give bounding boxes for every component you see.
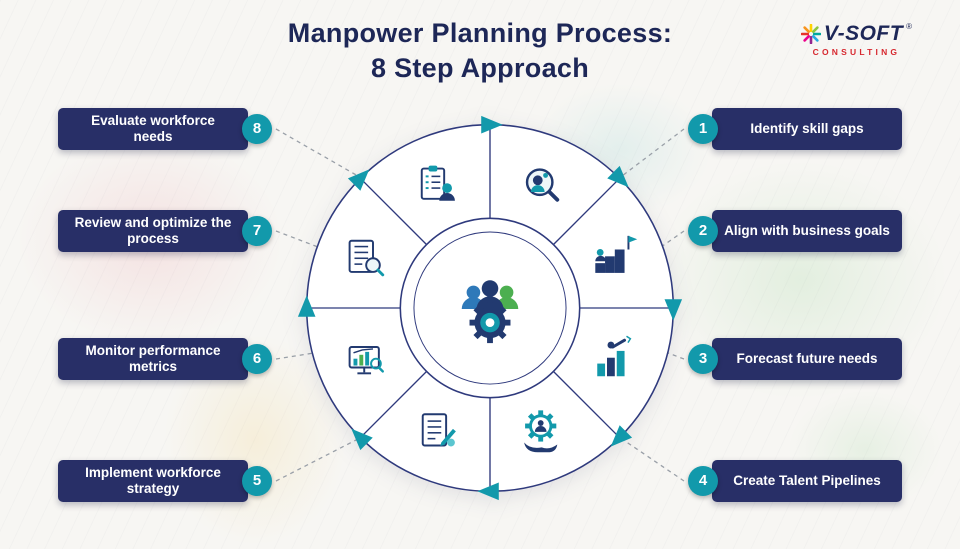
- step-2-pill: Align with business goals 2: [688, 210, 902, 252]
- strategy-document-icon: [421, 413, 456, 447]
- step-4-pill: Create Talent Pipelines 4: [688, 460, 902, 502]
- step-7-number-badge: 7: [242, 216, 272, 246]
- page-title: Manpower Planning Process: 8 Step Approa…: [0, 16, 960, 86]
- talent-hand-gear-icon: [524, 410, 558, 453]
- logo-tagline: CONSULTING: [812, 47, 901, 57]
- flow-arrow-icon: [347, 169, 370, 191]
- step-8-pill: Evaluate workforce needs 8: [58, 108, 272, 150]
- title-line-1: Manpower Planning Process:: [287, 18, 673, 48]
- step-2-number-badge: 2: [688, 216, 718, 246]
- flow-arrow-icon: [664, 299, 683, 321]
- step-4-label: Create Talent Pipelines: [733, 472, 881, 488]
- step-5-pill: Implement workforce strategy 5: [58, 460, 272, 502]
- flow-arrow-icon: [610, 425, 633, 447]
- flow-arrow-icon: [351, 428, 373, 451]
- step-6-pill: Monitor performance metrics 6: [58, 338, 272, 380]
- step-4-number-badge: 4: [688, 466, 718, 496]
- flow-arrow-icons: [297, 115, 683, 501]
- step-3-label: Forecast future needs: [736, 350, 878, 366]
- title-line-2: 8 Step Approach: [370, 53, 590, 83]
- review-document-icon: [348, 239, 385, 277]
- step-8-label: Evaluate workforce needs: [91, 112, 215, 144]
- flow-arrow-icon: [481, 115, 503, 134]
- logo-registered-mark: ®: [906, 22, 912, 31]
- vsoft-logo: V-SOFT ® CONSULTING: [800, 22, 912, 57]
- flow-arrow-icon: [607, 165, 629, 188]
- step-5-label: Implement workforce strategy: [85, 464, 221, 496]
- step-1-pill: Identify skill gaps 1: [688, 108, 902, 150]
- step-2-label: Align with business goals: [724, 222, 890, 238]
- step-3-number-badge: 3: [688, 344, 718, 374]
- step-6-label: Monitor performance metrics: [85, 342, 221, 374]
- career-steps-icon: [595, 235, 638, 273]
- step-7-pill: Review and optimize the process 7: [58, 210, 272, 252]
- flow-arrow-icon: [477, 482, 499, 501]
- wheel-spokes: [306, 124, 674, 492]
- logo-burst-icon: [800, 24, 821, 44]
- step-1-number-badge: 1: [688, 114, 718, 144]
- step-7-label: Review and optimize the process: [74, 214, 232, 246]
- step-8-number-badge: 8: [242, 114, 272, 144]
- forecast-telescope-icon: [597, 335, 632, 377]
- step-5-number-badge: 5: [242, 466, 272, 496]
- step-1-label: Identify skill gaps: [750, 120, 864, 136]
- team-gear-icon: [461, 280, 519, 344]
- evaluate-clipboard-icon: [420, 165, 455, 201]
- step-6-number-badge: 6: [242, 344, 272, 374]
- logo-wordmark: V-SOFT: [823, 22, 904, 45]
- process-wheel: [297, 115, 683, 501]
- step-3-pill: Forecast future needs 3: [688, 338, 902, 380]
- flow-arrow-icon: [297, 295, 316, 317]
- monitor-metrics-icon: [348, 346, 384, 375]
- skill-gap-search-icon: [525, 168, 560, 202]
